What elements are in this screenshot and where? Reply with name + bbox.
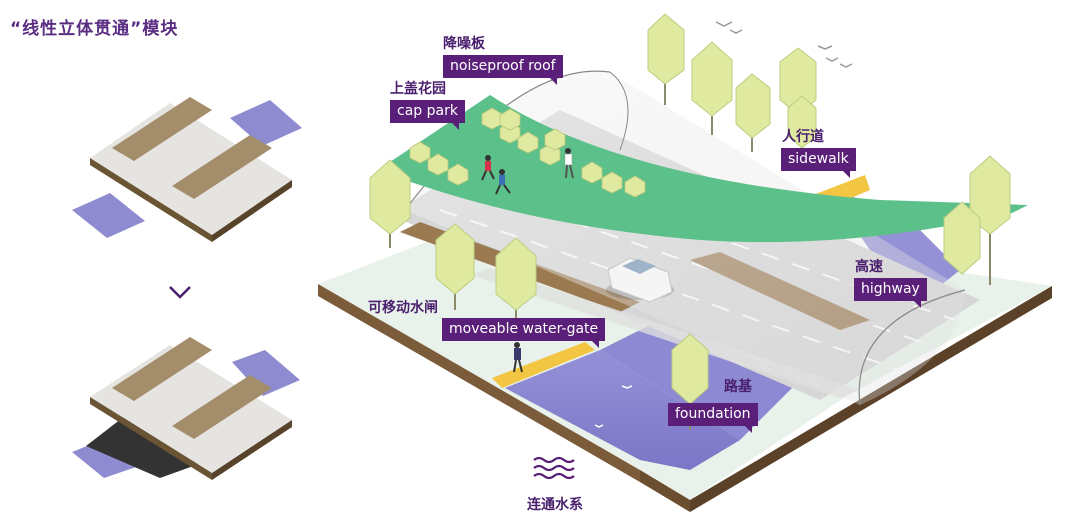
- water-gate-label-en: moveable water-gate: [442, 318, 606, 348]
- birds: [594, 21, 853, 428]
- water-waves-icon: [533, 456, 575, 480]
- car: [606, 257, 674, 303]
- trees: [369, 13, 1011, 430]
- sidewalk-label-cn: 人行道: [782, 129, 824, 145]
- water-gate-label-cn: 可移动水闸: [368, 300, 438, 316]
- chevron-down-icon: [169, 286, 191, 299]
- cap-park: [378, 95, 1028, 243]
- cap-park-label-en: cap park: [390, 100, 465, 130]
- sidewalk-label-en: sidewalk: [781, 148, 856, 178]
- cap-park-label-cn: 上盖花园: [390, 81, 446, 97]
- pedestrian: [513, 342, 523, 373]
- module-diagram-top: [72, 97, 302, 242]
- connected-water-label: 连通水系: [527, 497, 583, 513]
- highway-label-cn: 高速: [855, 259, 883, 275]
- page-title: “线性立体贯通”模块: [10, 19, 179, 39]
- foundation-label-en: foundation: [668, 403, 758, 433]
- noiseproof-roof-label-en: noiseproof roof: [443, 55, 563, 85]
- highway-label-en: highway: [854, 278, 927, 308]
- noiseproof-roof-label-cn: 降噪板: [443, 36, 485, 52]
- module-diagram-bottom: [72, 337, 300, 480]
- foundation-label-cn: 路基: [724, 379, 752, 395]
